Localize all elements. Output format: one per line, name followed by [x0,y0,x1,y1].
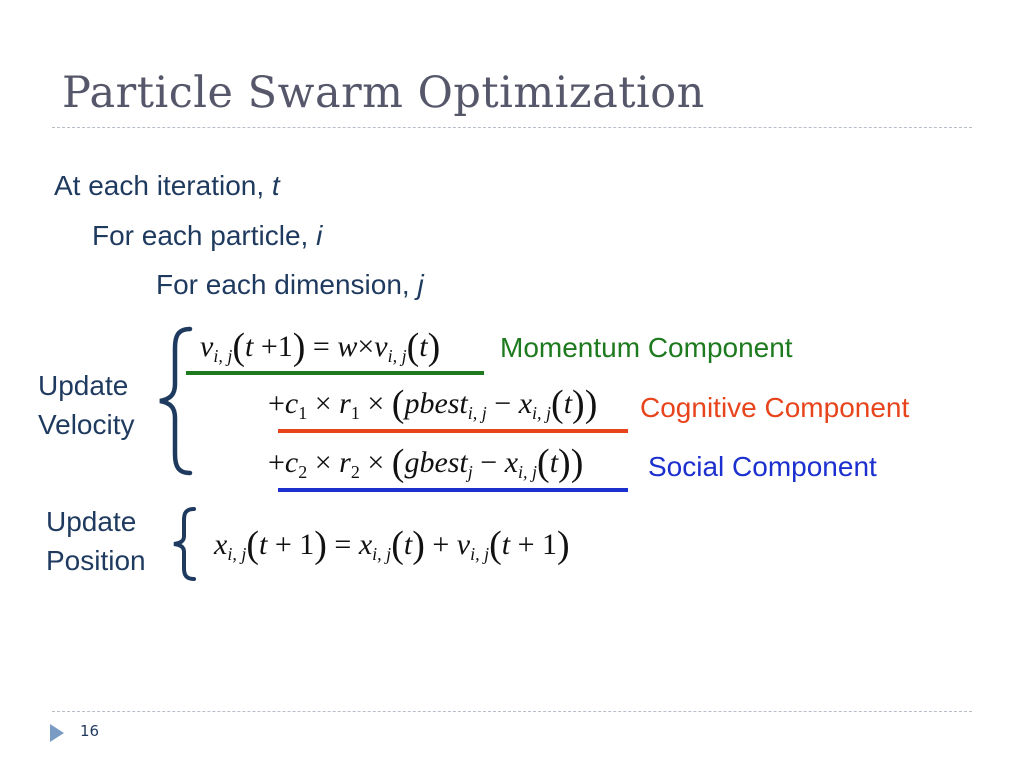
triangle-right-icon [50,724,64,742]
loop-line-particle-text: For each particle, [92,220,317,251]
footer-divider [52,711,972,712]
page-number: 16 [80,722,100,740]
loop-line-dimension-text: For each dimension, [156,269,418,300]
update-position-label: Update Position [46,502,146,580]
update-velocity-label-line1: Update [38,370,129,401]
momentum-underline [186,371,484,375]
update-velocity-label: Update Velocity [38,366,135,444]
title-divider [52,127,972,128]
update-velocity-label-line2: Velocity [38,409,135,440]
velocity-equation-cognitive: +c1 × r1 × (pbesti, j − xi, j(t)) [268,383,598,425]
loop-var-j: j [417,269,424,300]
momentum-component-label: Momentum Component [500,332,793,363]
loop-line-iteration-text: At each iteration, [54,170,272,201]
update-position-label-line1: Update [46,506,137,537]
update-position-label-line2: Position [46,545,146,576]
social-component-label: Social Component [648,451,877,482]
loop-var-i: i [316,220,323,251]
cognitive-component-label: Cognitive Component [640,392,910,423]
loop-line-dimension: For each dimension, j [156,269,424,301]
loop-line-particle: For each particle, i [92,220,322,252]
velocity-equation-social: +c2 × r2 × (gbestj − xi, j(t)) [268,442,584,484]
loop-var-t: t [271,170,280,201]
loop-line-iteration: At each iteration, t [54,170,280,202]
social-underline [278,488,628,492]
velocity-equation-momentum: vi, j(t +1) = w×vi, j(t) [200,326,441,368]
left-curly-brace-icon [173,507,196,581]
slide-title: Particle Swarm Optimization [62,68,705,118]
position-equation: xi, j(t + 1) = xi, j(t) + vi, j(t + 1) [214,524,570,566]
cognitive-underline [278,429,628,433]
left-curly-brace-icon [159,326,193,476]
